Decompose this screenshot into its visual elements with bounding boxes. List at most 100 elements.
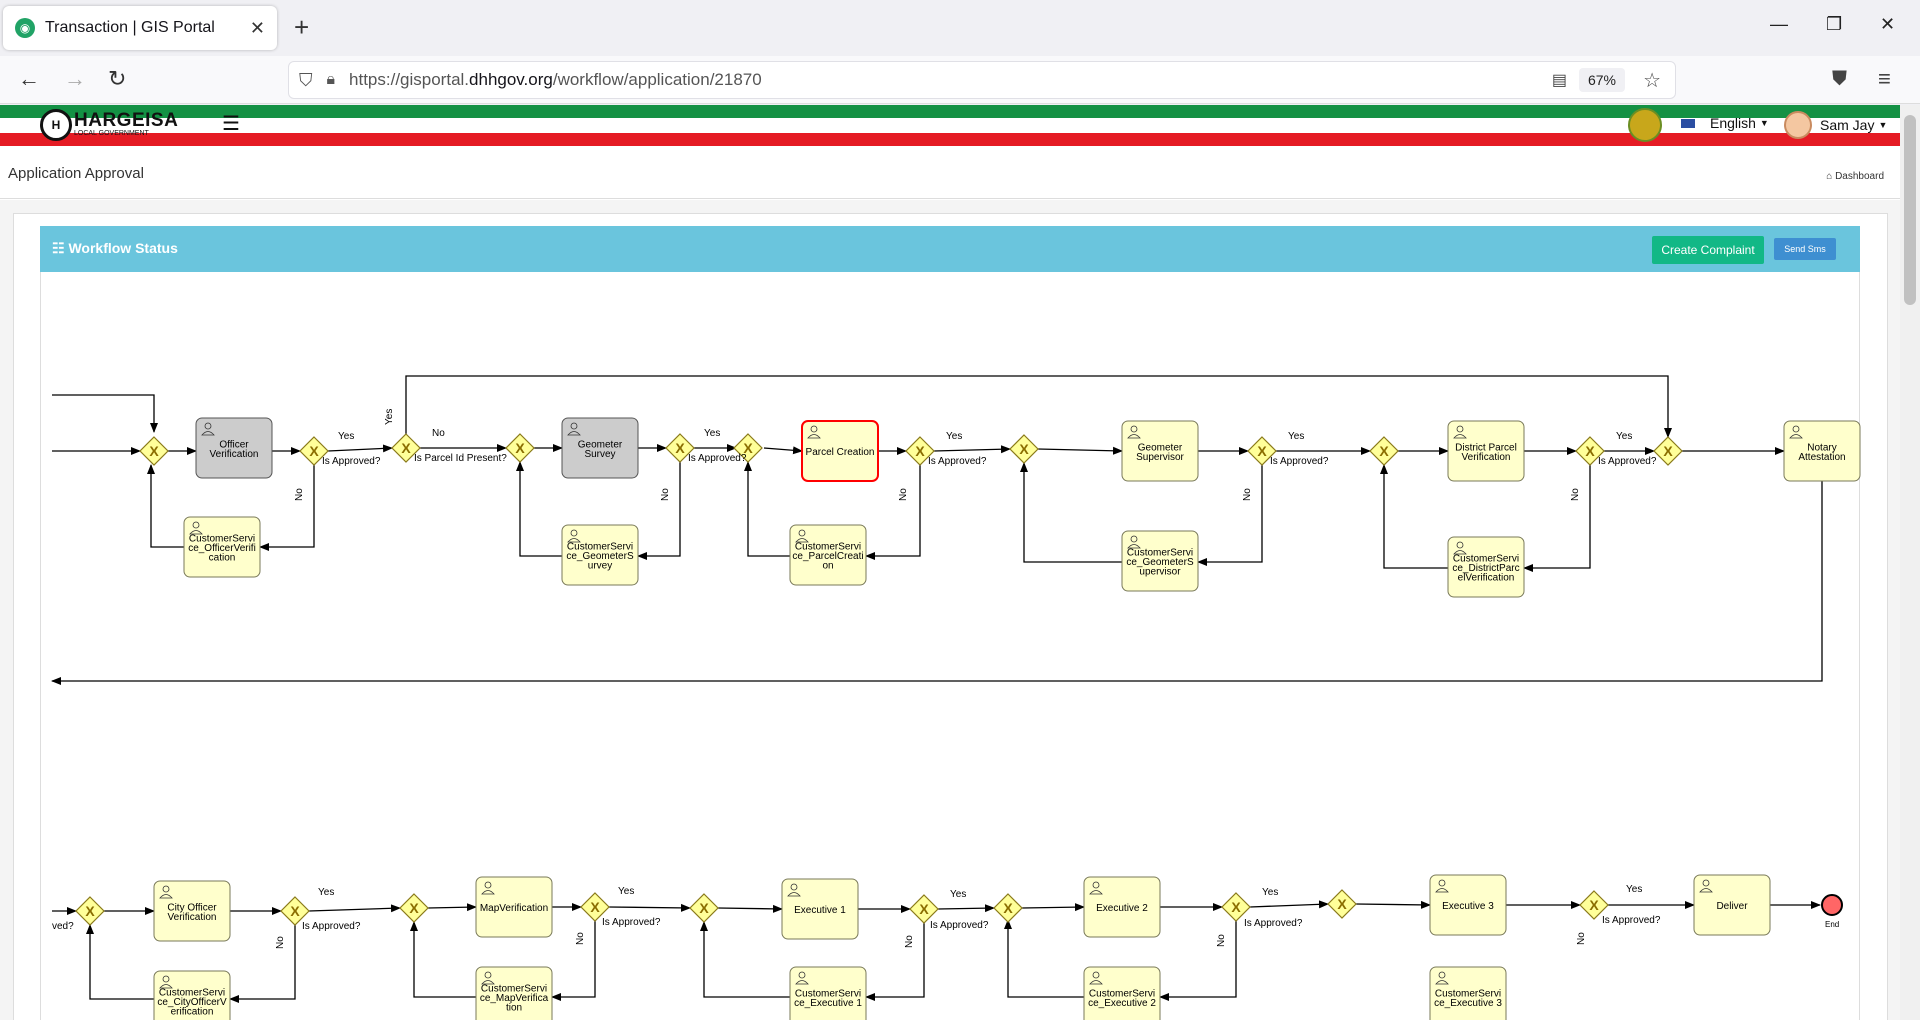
task-executive-1[interactable]: Executive 1 [781,878,859,940]
workflow-edge [259,465,315,551]
user-task-icon [481,971,495,985]
url-text[interactable]: https://gisportal.dhhgov.org/workflow/ap… [349,70,762,89]
pocket-icon[interactable]: ⛊ [1832,68,1847,90]
exclusive-gateway-icon[interactable]: X [399,893,429,923]
bookmark-star-icon[interactable]: ☆ [1643,70,1661,92]
workflow-edge [933,445,1011,454]
exclusive-gateway-icon[interactable]: X [689,893,719,923]
browser-tab[interactable]: ◉ Transaction | GIS Portal ✕ [3,6,277,50]
lock-icon[interactable]: 🔒︎ [326,71,336,88]
exclusive-gateway-icon[interactable]: X [993,893,1023,923]
edge-label: Is Approved? [928,456,987,467]
exclusive-gateway-icon[interactable]: X [905,436,935,466]
exclusive-gateway-icon[interactable]: X [391,433,421,463]
exclusive-gateway-icon[interactable]: X [1009,434,1039,464]
back-icon[interactable]: ← [18,66,40,91]
task-executive-2[interactable]: Executive 2 [1083,876,1161,938]
edge-label: Yes [384,409,395,425]
forward-icon[interactable]: → [64,66,86,91]
workflow-edge [308,904,401,913]
close-window-icon[interactable]: ✕ [1880,14,1896,34]
shield-icon[interactable]: ⛉ [299,69,313,90]
exclusive-gateway-icon[interactable]: X [505,433,535,463]
language-selector[interactable]: English ▼ [1680,115,1769,131]
edge-label: End [1825,920,1839,929]
task-deliver[interactable]: Deliver [1693,874,1771,936]
exclusive-gateway-icon[interactable]: X [733,433,763,463]
edge-label: ved? [52,921,74,932]
workflow-edge [637,462,681,560]
user-task-icon [567,529,581,543]
scrollbar-thumb[interactable] [1904,115,1916,305]
close-tab-icon[interactable]: ✕ [249,17,265,38]
edge-label: Is Approved? [930,920,989,931]
workflow-edge [327,444,393,453]
restore-icon[interactable]: ❐ [1826,14,1843,34]
exclusive-gateway-icon[interactable]: X [139,436,169,466]
create-complaint-button[interactable]: Create Complaint [1652,236,1764,264]
new-tab-icon[interactable]: + [294,12,310,42]
exclusive-gateway-icon[interactable]: X [75,896,105,926]
end-event-icon[interactable] [1821,894,1843,916]
edge-label: Yes [1262,887,1278,898]
app-menu-icon[interactable]: ≡ [1878,66,1891,91]
svg-text:X: X [699,900,709,916]
exclusive-gateway-icon[interactable]: X [1221,892,1251,922]
exclusive-gateway-icon[interactable]: X [1575,436,1605,466]
reader-view-icon[interactable]: ▤ [1551,72,1567,89]
task-executive-3[interactable]: Executive 3 [1429,874,1507,936]
exclusive-gateway-icon[interactable]: X [665,433,695,463]
workflow-edge [1197,465,1263,566]
hamburger-menu-icon[interactable]: ☰ [222,113,240,135]
exclusive-gateway-icon[interactable]: X [1247,436,1277,466]
exclusive-gateway-icon[interactable]: X [1369,436,1399,466]
url-bar[interactable]: ⛉ 🔒︎ https://gisportal.dhhgov.org/workfl… [288,61,1676,99]
exclusive-gateway-icon[interactable]: X [1653,436,1683,466]
breadcrumb-dashboard[interactable]: Dashboard [1835,171,1884,182]
workflow-edge [1004,919,1084,998]
task-map-verification[interactable]: MapVerification [475,876,553,938]
user-menu[interactable]: Sam Jay ▼ [1784,111,1887,139]
edge-label: No [275,936,286,949]
exclusive-gateway-icon[interactable]: X [280,896,310,926]
send-sms-button[interactable]: Send Sms [1774,238,1836,260]
user-task-icon [795,971,809,985]
zoom-level[interactable]: 67% [1578,68,1625,92]
exclusive-gateway-icon[interactable]: X [1579,890,1609,920]
svg-text:X: X [149,443,159,459]
reload-icon[interactable]: ↻ [108,66,127,91]
exclusive-gateway-icon[interactable]: X [909,894,939,924]
workflow-edge [700,921,790,998]
user-task-icon [481,881,495,895]
edge-label: Is Approved? [1602,915,1661,926]
minimize-icon[interactable]: — [1770,14,1788,34]
page: H HARGEISA LOCAL GOVERNMENT ☰ English ▼ … [0,105,1920,1020]
site-logo[interactable]: H HARGEISA LOCAL GOVERNMENT [40,109,178,141]
page-scrollbar[interactable] [1900,105,1920,1020]
exclusive-gateway-icon[interactable]: X [1327,889,1357,919]
exclusive-gateway-icon[interactable]: X [299,436,329,466]
task-parcel-creation[interactable]: Parcel Creation [801,420,879,482]
exclusive-gateway-icon[interactable]: X [580,892,610,922]
breadcrumb[interactable]: ⌂ Dashboard [1826,171,1884,182]
task-label: Parcel Creation [806,447,875,458]
